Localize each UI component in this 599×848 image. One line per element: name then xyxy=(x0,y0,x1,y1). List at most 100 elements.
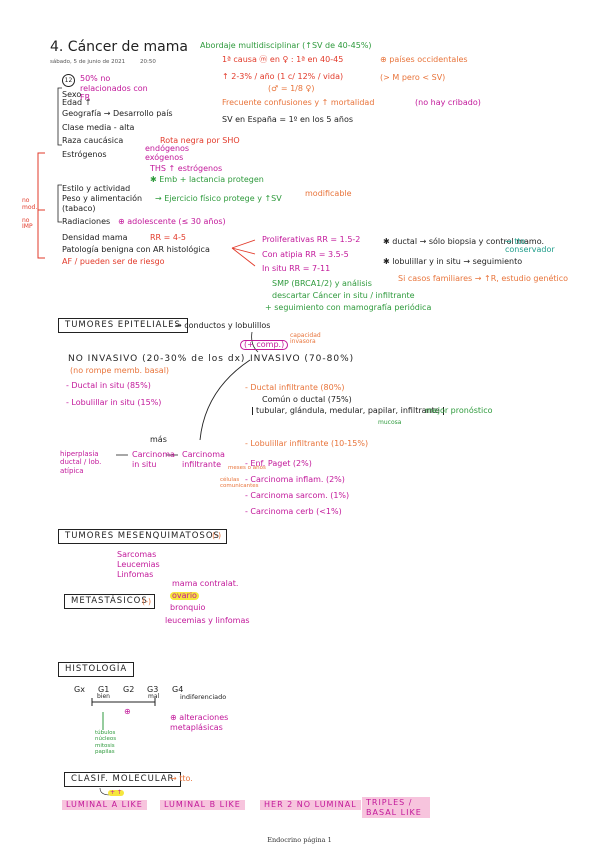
carcinoma-cerb: - Carcinoma cerb (<1%) xyxy=(245,507,342,516)
pct-note: 50% no relacionados con FR xyxy=(80,74,148,103)
ductal-in-situ: - Ductal in situ (85%) xyxy=(66,381,151,390)
mesen-item: Linfomas xyxy=(117,570,154,579)
radiaciones-note: ⊕ adolescente (≤ 30 años) xyxy=(118,217,226,226)
risk-item: Edad ↑ xyxy=(62,98,92,107)
epi-arrow-note: → conductos y lobulillos xyxy=(175,321,271,330)
g3-label: mal xyxy=(148,693,160,700)
mesen-item: Sarcomas xyxy=(117,550,157,559)
risk-item: Densidad mama xyxy=(62,233,128,242)
carcinoma-in-situ: Carcinoma in situ xyxy=(132,450,175,469)
modificable-note: modificable xyxy=(305,189,352,198)
capacidad-note: capacidad invasora xyxy=(290,332,321,345)
mesen-suffix: (-) xyxy=(212,531,222,540)
invasivo-title: INVASIVO (70-80%) xyxy=(250,354,355,364)
sv-note: SV en España = 1º en los 5 años xyxy=(222,115,354,124)
risk-item: (tabaco) xyxy=(62,204,96,213)
lobulillar-in-situ: - Lobulillar in situ (15%) xyxy=(66,398,162,407)
grade-g2: G2 xyxy=(123,685,135,694)
estrogen-exo: exógenos xyxy=(145,153,184,162)
carcinoma-infiltrante: Carcinoma infiltrante xyxy=(182,450,225,469)
hiperplasia-note: hiperplasia ductal / lob. atípica xyxy=(60,450,102,475)
molec-luminal-b: LUMINAL B LIKE xyxy=(160,800,245,810)
metast-bronquio: bronquio xyxy=(170,603,206,612)
frecuencia-note: 1ª causa ⓜ en ♀ : 1ª en 40-45 xyxy=(222,55,344,64)
risk-item: Raza caucásica xyxy=(62,136,124,145)
molec-arrow: → tto. xyxy=(170,774,193,783)
grade-gx: Gx xyxy=(74,685,85,694)
risk-item: Radiaciones xyxy=(62,217,111,226)
emb-note: ✱ Emb + lactancia protegen xyxy=(150,175,264,184)
paises-note: ⊕ países occidentales xyxy=(380,55,468,64)
side-label: no mod. no IMP xyxy=(22,197,38,231)
metast-mama: mama contralat. xyxy=(172,579,239,588)
paises-note-2: (> M pero < SV) xyxy=(380,73,446,82)
carcinoma-sarcom: - Carcinoma sarcom. (1%) xyxy=(245,491,350,500)
intervalo-note: meses o años xyxy=(228,465,266,471)
histo-left: túbulos núcleos mitosis papilas xyxy=(95,730,117,755)
grade-g4: G4 xyxy=(172,685,184,694)
smp-note-2: descartar Cáncer in situ / infiltrante xyxy=(272,291,415,300)
ductal-comun: Común o ductal (75%) xyxy=(262,395,352,404)
section-epiteliales: TUMORES EPITELIALES xyxy=(58,318,188,333)
page-title: 4. Cáncer de mama xyxy=(50,39,188,55)
mortalidad-note: (no hay cribado) xyxy=(415,98,481,107)
risk-item: Estilo y actividad xyxy=(62,184,131,193)
g4-label: indiferenciado xyxy=(180,693,227,701)
g1-label: bien xyxy=(97,693,110,700)
mucosa-note: mucosa xyxy=(378,419,402,426)
abordaje-note: Abordaje multidisciplinar (↑SV de 40-45%… xyxy=(200,41,372,50)
no-invasivo-title: NO INVASIVO (20-30% de los dx) xyxy=(68,354,246,364)
molec-triple: TRIPLES / BASAL LIKE xyxy=(362,797,430,819)
page-footer: Endocrino página 1 xyxy=(267,836,332,844)
histo-plus: ⊕ xyxy=(124,707,131,716)
risk-item: Geografía → Desarrollo país xyxy=(62,109,173,118)
atipia-note: Con atipia RR = 3.5-5 xyxy=(262,250,349,259)
metast-ovario: ovario xyxy=(170,591,199,600)
section-molecular: CLASIF. MOLECULAR xyxy=(64,772,182,787)
estrogen-endo: endógenos xyxy=(145,144,190,153)
incidencia-note-2: (♂ = 1/8 ♀) xyxy=(268,84,315,93)
metast-suffix: (-) xyxy=(142,597,152,606)
ductal-subtypes: tubular, glándula, medular, papilar, inf… xyxy=(252,407,444,415)
risk-item: Estrógenos xyxy=(62,150,107,159)
lesion-note: células comunicantes xyxy=(220,477,259,489)
frecuente-note: Frecuente confusiones y ↑ mortalidad xyxy=(222,98,375,107)
lobulillar-infiltrante: - Lobulillar infiltrante (10-15%) xyxy=(245,439,369,448)
circle-12: 12 xyxy=(62,74,75,87)
ths-note: THS ↑ estrógenos xyxy=(150,164,223,173)
ductal-tto: → tto. conservador xyxy=(505,237,555,254)
comp-note: (+ comp.) xyxy=(240,340,289,350)
brca-note: Si casos familiares → ↑R, estudio genéti… xyxy=(398,274,569,283)
ductal-infiltrante: - Ductal infiltrante (80%) xyxy=(245,383,345,392)
densidad-note: RR = 4-5 xyxy=(150,233,186,242)
molec-luminal-a: LUMINAL A LIKE xyxy=(62,800,147,810)
mesen-item: Leucemias xyxy=(117,560,160,569)
ductal-note: ✱ ductal → sólo biopsia y control mamo. xyxy=(383,237,545,246)
mejor-pronostico: mejor pronóstico xyxy=(425,406,493,415)
incidencia-note: ↑ 2-3% / año (1 c/ 12% / vida) xyxy=(222,72,344,81)
estrogen-note: Rota negra por SHO xyxy=(160,136,240,145)
lobulillar-note: ✱ lobulillar y in situ → seguimiento xyxy=(383,257,523,266)
ejercicio-note: → Ejercicio físico protege y ↑SV xyxy=(155,194,282,203)
grade-g1: G1 xyxy=(98,685,110,694)
page-time: 20:50 xyxy=(140,59,156,65)
molec-her2: HER 2 NO LUMINAL xyxy=(260,800,361,810)
carcinoma-inflam: - Carcinoma inflam. (2%) xyxy=(245,475,345,484)
smp-note: SMP (BRCA1/2) y análisis xyxy=(272,279,372,288)
smp-note-3: + seguimiento con mamografía periódica xyxy=(265,303,432,312)
mas-note: más xyxy=(150,435,167,444)
section-mesenquimatosos: TUMORES MESENQUIMATOSOS xyxy=(58,529,227,544)
section-histologia: HISTOLOGÍA xyxy=(58,662,135,677)
proliferativas-note: Proliferativas RR = 1.5-2 xyxy=(262,235,361,244)
section-metastasicos: METASTÁSICOS xyxy=(64,594,155,609)
risk-item: Sexo xyxy=(62,90,82,99)
grade-g3: G3 xyxy=(147,685,159,694)
risk-item: AF / pueden ser de riesgo xyxy=(62,257,165,266)
page-date: sábado, 5 de junio de 2021 xyxy=(50,59,126,65)
histo-right: ⊕ alteraciones metaplásicas xyxy=(170,713,229,732)
no-invasivo-sub: (no rompe memb. basal) xyxy=(70,366,170,375)
risk-item: Clase media - alta xyxy=(62,123,135,132)
metast-leucemias: leucemias y linfomas xyxy=(165,616,250,625)
insitu-note: In situ RR = 7-11 xyxy=(262,264,331,273)
